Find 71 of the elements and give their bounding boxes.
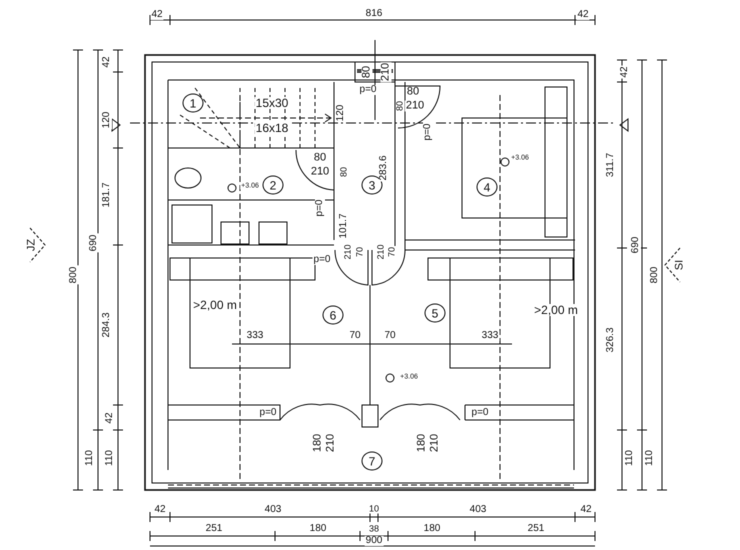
- dimension-label: 800: [69, 266, 79, 284]
- dimension-label: 42: [576, 10, 590, 20]
- sill-height-label: p=0: [258, 408, 278, 418]
- dimension-label: 210: [376, 243, 386, 261]
- dimension-label: 210: [344, 243, 352, 261]
- dimension-label: 120: [102, 110, 112, 130]
- dimension-label: 110: [85, 449, 95, 467]
- dimension-label: 42: [620, 65, 630, 79]
- height-note: >2,00 m: [533, 304, 579, 316]
- dimension-label: 210: [310, 166, 330, 178]
- dimension-label: 180: [422, 524, 442, 534]
- dimension-label: 70: [388, 246, 396, 258]
- dimension-label: 180: [312, 432, 324, 454]
- dimension-label: 403: [468, 505, 488, 515]
- dimension-label: 800: [650, 266, 660, 284]
- dimension-label: 110: [625, 449, 635, 467]
- dimension-label: 42: [105, 411, 115, 425]
- dimension-label: 181.7: [102, 181, 112, 209]
- dimension-label: 283.6: [379, 154, 389, 182]
- stair-size-label: 15x30: [254, 97, 290, 109]
- dimension-label: 42: [102, 55, 112, 69]
- sill-height-label: p=0: [423, 122, 433, 142]
- dimension-label: 690: [631, 236, 641, 254]
- dimension-label: 326.3: [606, 326, 616, 354]
- dimension-label: 70: [348, 331, 362, 341]
- room-number: 2: [262, 176, 284, 194]
- dimension-label: 80: [340, 166, 348, 178]
- dimension-label: 80: [362, 64, 372, 80]
- sill-height-label: p=0: [358, 85, 378, 95]
- dimension-label: 210: [430, 432, 440, 454]
- dimension-label: 70: [383, 331, 397, 341]
- stair-size-label: 16x18: [254, 122, 290, 134]
- dimension-label: 284.3: [102, 311, 112, 339]
- dimension-label: 110: [645, 449, 655, 467]
- dimension-label: 80: [396, 100, 404, 112]
- dimension-label: 80: [312, 152, 328, 164]
- room-number: 6: [322, 306, 344, 324]
- dimension-label: 690: [89, 234, 99, 252]
- dimension-label: 900: [364, 536, 384, 546]
- dimension-label: 101.7: [339, 212, 349, 240]
- dimension-label: 210: [380, 62, 392, 82]
- dimension-label: 251: [204, 524, 224, 534]
- dimension-label: 80: [406, 86, 420, 98]
- dimension-label: 70: [356, 246, 364, 258]
- dimension-label: 42: [579, 505, 593, 515]
- dimension-label: 180: [308, 524, 328, 534]
- room-number: 7: [362, 452, 382, 470]
- room-number: 5: [424, 304, 446, 322]
- room-number: 1: [182, 94, 204, 112]
- dimension-label: 210: [326, 432, 336, 454]
- dimension-label: 180: [416, 432, 428, 454]
- dimension-label: 333: [480, 331, 500, 341]
- sill-height-label: p=0: [312, 255, 332, 265]
- dimension-label: 333: [246, 331, 264, 341]
- dimension-label: 42: [153, 505, 167, 515]
- room-number: 4: [476, 178, 498, 196]
- orientation-label: JZ: [26, 238, 38, 252]
- dimension-label: 120: [336, 104, 346, 122]
- dimension-label: 42: [150, 10, 164, 20]
- sill-height-label: p=0: [470, 408, 490, 418]
- dimension-label: 251: [526, 524, 546, 534]
- dimension-label: 10: [368, 504, 380, 514]
- dimension-label: 311.7: [606, 152, 616, 178]
- orientation-label: SI: [674, 258, 686, 272]
- dimension-label: 38: [368, 524, 380, 534]
- dimension-label: 816: [364, 9, 384, 19]
- height-note: >2,00 m: [192, 299, 238, 311]
- dimension-label: 403: [264, 505, 282, 515]
- dimension-label: 110: [105, 449, 115, 467]
- dimension-label: 210: [404, 100, 426, 112]
- sill-height-label: p=0: [315, 198, 325, 218]
